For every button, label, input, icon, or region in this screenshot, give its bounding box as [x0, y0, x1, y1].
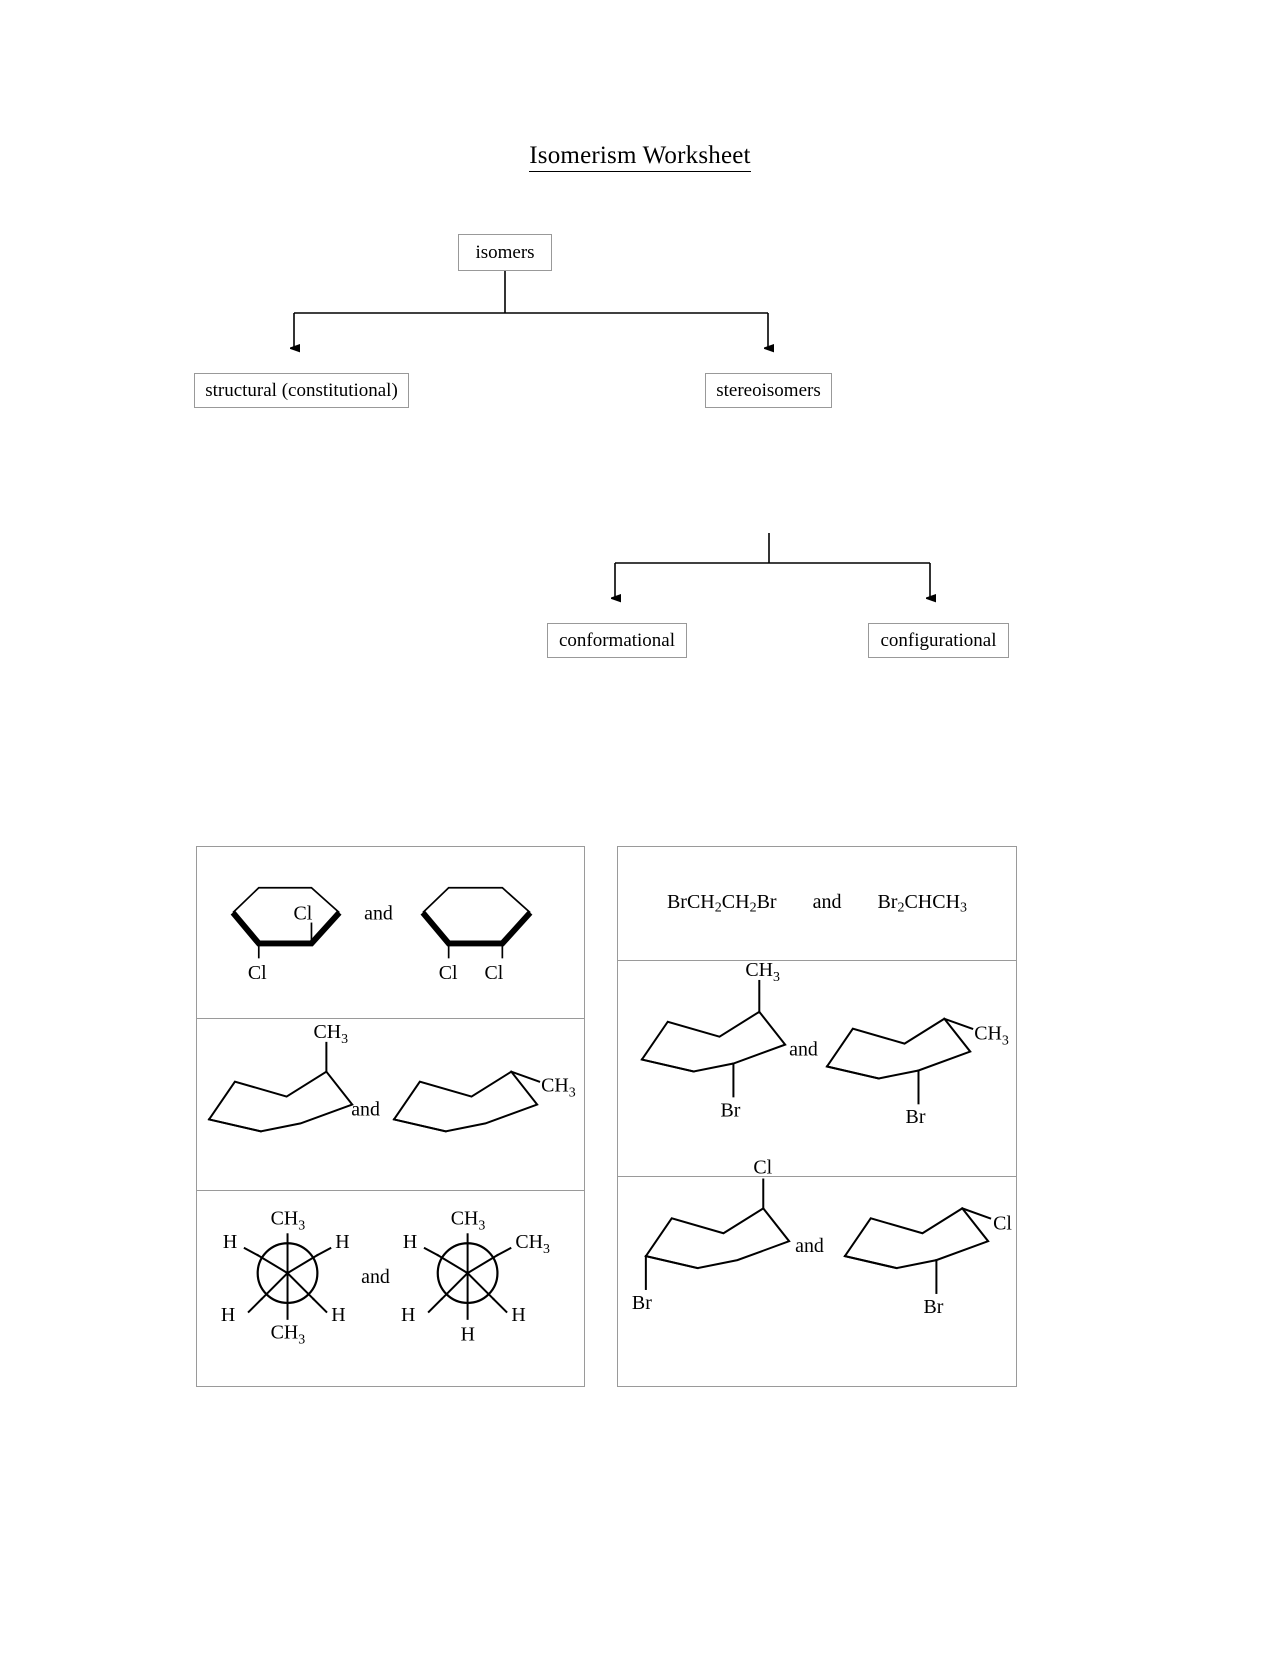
formula-right: Br2CHCH3	[877, 891, 968, 916]
formula-left: BrCH2CH2Br	[666, 891, 777, 916]
flow-node-configurational-label: configurational	[880, 630, 997, 651]
conjunction-and: and	[812, 891, 842, 913]
atom-label-ch3: CH3	[313, 1021, 348, 1047]
atom-label-ch3: CH3	[974, 1023, 1009, 1049]
flow-node-isomers-label: isomers	[475, 242, 535, 263]
atom-label-br: Br	[906, 1106, 926, 1128]
newman-left	[243, 1233, 332, 1320]
conjunction-and: and	[351, 1098, 380, 1120]
atom-label-cl: Cl	[753, 1157, 772, 1179]
table-row: CH3 Br and CH3 Br	[618, 959, 1016, 1177]
chair-left	[640, 979, 787, 1098]
atom-label-ch3: CH3	[451, 1207, 486, 1233]
flow-node-structural-label: structural (constitutional)	[205, 380, 398, 401]
conjunction-and: and	[364, 903, 393, 925]
table-row: CH3 and CH3	[197, 1019, 584, 1191]
atom-label-br: Br	[923, 1296, 943, 1318]
chair-right	[843, 1207, 992, 1294]
atom-label-cl: Cl	[248, 962, 267, 984]
atom-label-ch3: CH3	[271, 1207, 306, 1233]
chair-left	[207, 1041, 354, 1133]
flow-node-stereoisomers-label: stereoisomers	[716, 380, 821, 401]
flow-node-isomers[interactable]: isomers	[458, 234, 552, 271]
atom-label-cl: Cl	[484, 962, 503, 984]
table-row: Cl Br and Cl Br	[618, 1157, 1016, 1388]
atom-label-cl: Cl	[294, 903, 313, 925]
conjunction-and: and	[795, 1235, 824, 1257]
page-title-text: Isomerism Worksheet	[529, 142, 751, 172]
atom-label-cl: Cl	[993, 1212, 1012, 1234]
atom-label-h: H	[223, 1231, 237, 1253]
flow-node-structural[interactable]: structural (constitutional)	[194, 373, 409, 408]
atom-label-h: H	[403, 1231, 417, 1253]
bromochlorocyclohexane-pair-drawing: Cl Br and Cl Br	[632, 1157, 1012, 1318]
right-structure-table: BrCH2CH2Br and Br2CHCH3 CH3 Br and	[617, 846, 1017, 1387]
flow-node-stereoisomers[interactable]: stereoisomers	[705, 373, 832, 408]
bromomethylcyclohexane-pair-drawing: CH3 Br and CH3 Br	[640, 959, 1009, 1128]
atom-label-h: H	[461, 1324, 475, 1346]
page-title: Isomerism Worksheet	[0, 142, 1280, 172]
atom-label-h: H	[511, 1304, 525, 1326]
flow-node-conformational-label: conformational	[558, 630, 676, 651]
table-row: Cl Cl and Cl Cl	[197, 847, 584, 1019]
atom-label-cl: Cl	[439, 962, 458, 984]
atom-label-h: H	[335, 1231, 349, 1253]
ring-right	[420, 886, 533, 959]
atom-label-ch3: CH3	[745, 959, 780, 985]
ring-left	[230, 886, 342, 959]
left-structure-table: Cl Cl and Cl Cl	[196, 846, 585, 1387]
newman-right	[423, 1233, 512, 1320]
conjunction-and: and	[789, 1039, 818, 1061]
atom-label-h: H	[221, 1304, 235, 1326]
atom-label-br: Br	[632, 1292, 652, 1314]
dibromoethane-pair-formulas: BrCH2CH2Br and Br2CHCH3	[618, 891, 1016, 917]
flow-node-conformational[interactable]: conformational	[547, 623, 687, 658]
chair-right	[392, 1070, 541, 1133]
atom-label-ch3: CH3	[515, 1231, 550, 1257]
atom-label-h: H	[331, 1304, 345, 1326]
dichlorocyclohexene-pair-drawing: Cl Cl and Cl Cl	[230, 886, 533, 984]
atom-label-h: H	[401, 1304, 415, 1326]
atom-label-ch3: CH3	[541, 1075, 576, 1101]
chair-right	[825, 1017, 974, 1105]
atom-label-br: Br	[720, 1099, 740, 1121]
table-row: CH3 H H H CH3 H and	[197, 1191, 584, 1388]
chair-left	[644, 1178, 791, 1290]
methylcyclohexane-chair-pair-drawing: CH3 and CH3	[207, 1021, 576, 1133]
table-row: BrCH2CH2Br and Br2CHCH3	[618, 847, 1016, 961]
atom-label-ch3: CH3	[271, 1322, 306, 1348]
butane-newman-pair-drawing: CH3 H H H CH3 H and	[221, 1207, 550, 1348]
conjunction-and: and	[361, 1266, 390, 1288]
flow-node-configurational[interactable]: configurational	[868, 623, 1009, 658]
